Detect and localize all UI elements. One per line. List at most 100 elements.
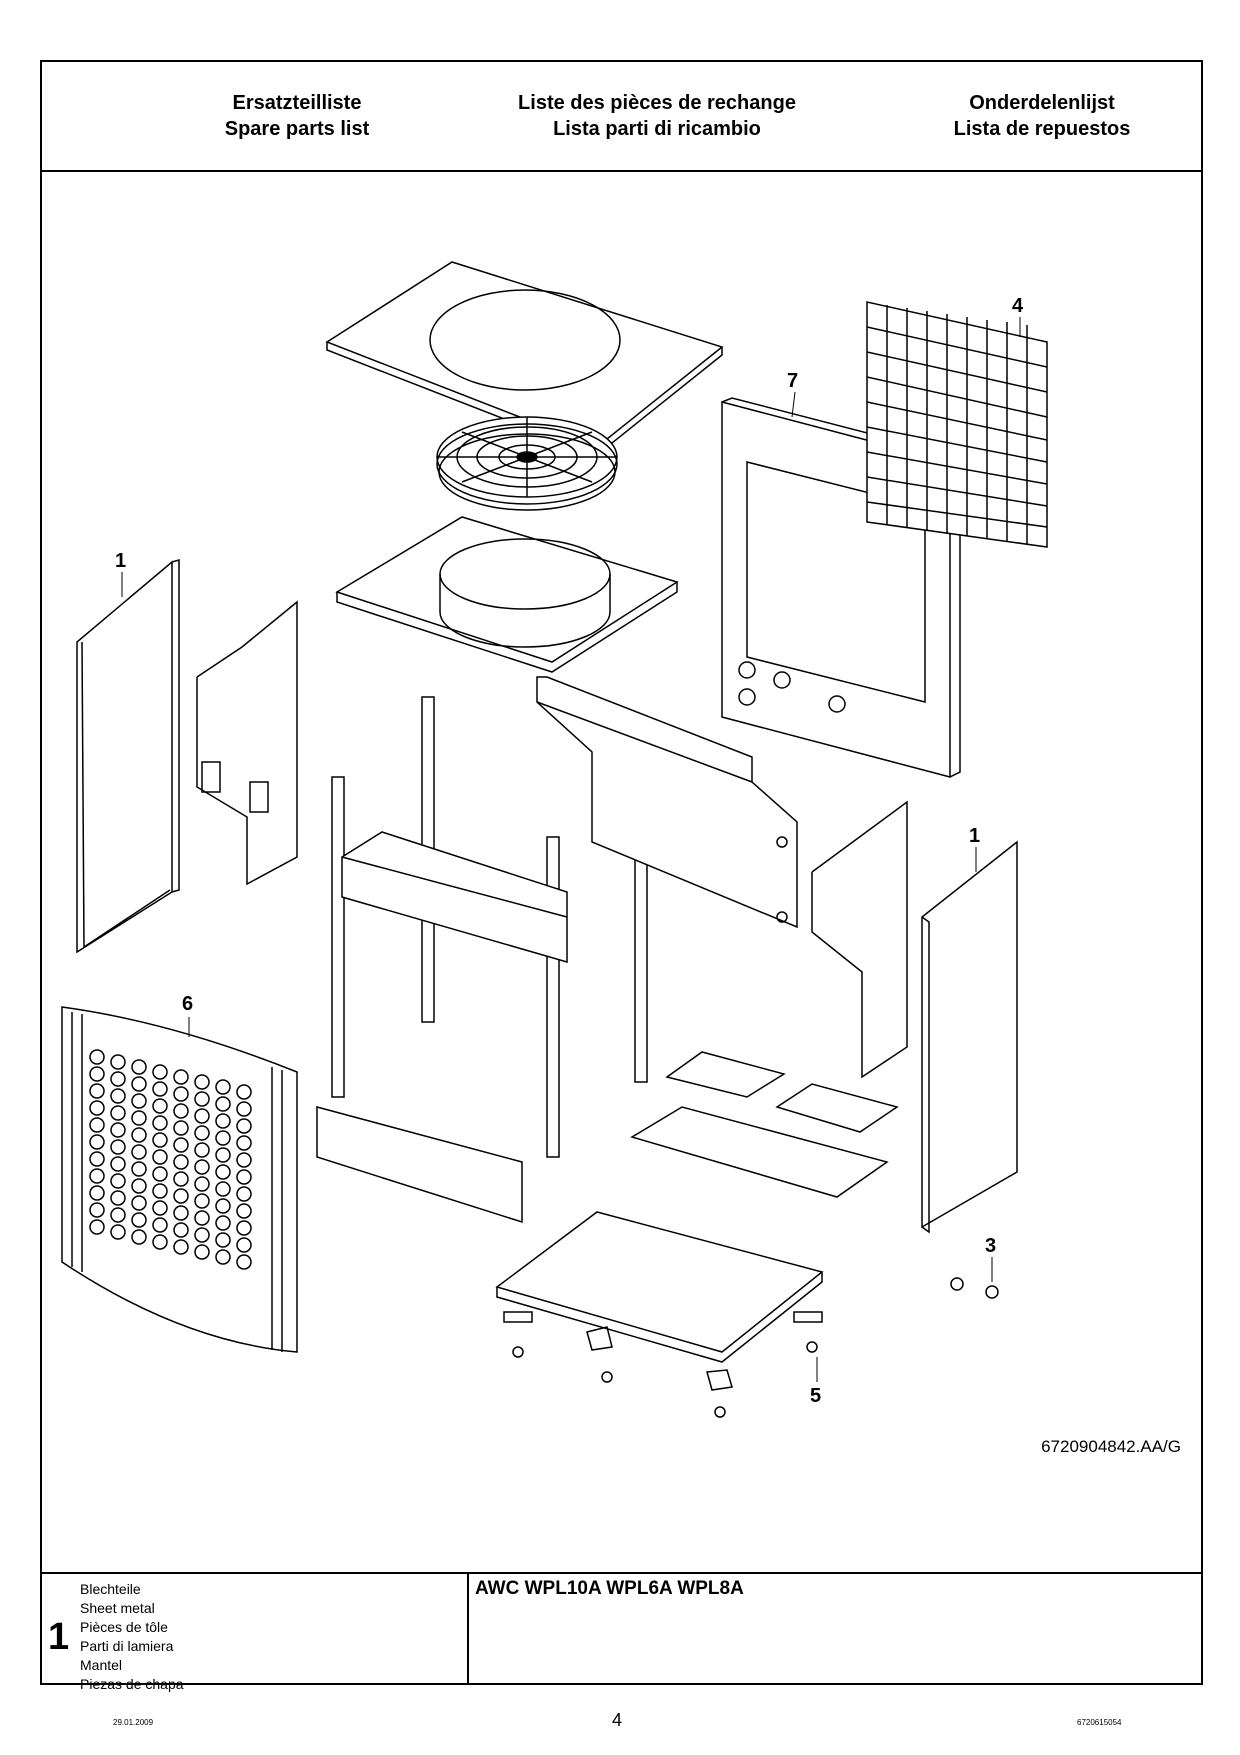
perforation-hole <box>194 1210 210 1226</box>
perforation-hole <box>131 1076 147 1092</box>
perforation-hole <box>89 1151 105 1167</box>
page-number: 4 <box>612 1710 623 1730</box>
perforation-hole <box>215 1130 231 1146</box>
perforation-hole <box>152 1132 168 1148</box>
perforation-hole <box>194 1193 210 1209</box>
left-inner-panel <box>196 600 298 886</box>
perforation-hole <box>173 1222 189 1238</box>
perforation-hole <box>131 1059 147 1075</box>
callout-1-right: 1 <box>969 825 980 847</box>
louvered-front-cover <box>61 1006 298 1353</box>
perforation-hole <box>110 1105 126 1121</box>
perforation-hole <box>110 1122 126 1138</box>
perforation-hole <box>173 1086 189 1102</box>
perforation-hole <box>89 1168 105 1184</box>
exploded-view-svg: 4 7 1 1 6 3 5 <box>61 261 1048 1418</box>
title-german: Ersatzteilliste <box>232 92 362 114</box>
title-header: Ersatzteilliste Spare parts list Liste d… <box>42 62 1201 172</box>
perforation-hole <box>215 1232 231 1248</box>
perforation-hole <box>110 1207 126 1223</box>
perforation-hole <box>89 1100 105 1116</box>
frame-posts <box>331 696 648 1158</box>
perforation-hole <box>89 1066 105 1082</box>
perforation-hole <box>236 1254 252 1270</box>
perforation-hole <box>215 1181 231 1197</box>
title-french: Liste des pièces de rechange <box>518 92 796 114</box>
section-name-en: Sheet metal <box>80 1600 155 1616</box>
perforation-hole <box>215 1215 231 1231</box>
perforation-hole <box>194 1159 210 1175</box>
perforation-hole <box>194 1142 210 1158</box>
callout-3: 3 <box>985 1235 996 1257</box>
perforation-hole <box>194 1227 210 1243</box>
perforation-hole <box>215 1147 231 1163</box>
perforation-hole <box>131 1093 147 1109</box>
perforation-hole <box>152 1064 168 1080</box>
cover-perforations <box>89 1049 252 1270</box>
footer-divider <box>467 1574 469 1685</box>
perforation-hole <box>173 1205 189 1221</box>
perforation-hole <box>236 1237 252 1253</box>
perforation-hole <box>131 1161 147 1177</box>
perforation-hole <box>131 1195 147 1211</box>
title-italian: Lista parti di ricambio <box>553 118 761 140</box>
perforation-hole <box>236 1169 252 1185</box>
perforation-hole <box>152 1098 168 1114</box>
perforation-hole <box>110 1190 126 1206</box>
perforation-hole <box>194 1074 210 1090</box>
title-english: Spare parts list <box>224 118 370 140</box>
perforation-hole <box>131 1127 147 1143</box>
perforation-hole <box>173 1069 189 1085</box>
perforation-hole <box>110 1173 126 1189</box>
lower-front-plate <box>316 1106 523 1224</box>
perforation-hole <box>89 1185 105 1201</box>
perforation-hole <box>110 1224 126 1240</box>
title-spanish: Lista de repuestos <box>953 118 1131 140</box>
perforation-hole <box>215 1164 231 1180</box>
perforation-hole <box>215 1096 231 1112</box>
callout-4: 4 <box>1012 295 1024 317</box>
perforation-hole <box>89 1049 105 1065</box>
base-tray <box>495 1211 824 1363</box>
bottom-plates <box>630 1051 899 1198</box>
perforation-hole <box>89 1219 105 1235</box>
perforation-hole <box>194 1091 210 1107</box>
callout-leaders <box>121 317 1021 1382</box>
perforation-hole <box>152 1183 168 1199</box>
perforation-hole <box>236 1135 252 1151</box>
header-nl-es: Onderdelenlijst Lista de repuestos <box>882 90 1202 142</box>
right-inner-panel <box>811 800 908 1079</box>
callout-1-left: 1 <box>115 550 126 572</box>
perforation-hole <box>215 1079 231 1095</box>
document-number: 6720615054 <box>1077 1718 1122 1727</box>
perforation-hole <box>215 1249 231 1265</box>
perforation-hole <box>236 1220 252 1236</box>
perforation-hole <box>131 1229 147 1245</box>
perforation-hole <box>110 1071 126 1087</box>
perforation-hole <box>194 1108 210 1124</box>
perforation-hole <box>236 1101 252 1117</box>
perforation-hole <box>110 1139 126 1155</box>
perforation-hole <box>152 1081 168 1097</box>
perforation-hole <box>152 1166 168 1182</box>
perforation-hole <box>89 1117 105 1133</box>
section-name-it: Parti di lamiera <box>80 1638 174 1654</box>
perforation-hole <box>236 1118 252 1134</box>
exploded-view-drawing: 4 7 1 1 6 3 5 <box>42 172 1201 1572</box>
perforation-hole <box>89 1202 105 1218</box>
page-date: 29.01.2009 <box>113 1718 154 1727</box>
perforation-hole <box>173 1103 189 1119</box>
title-dutch: Onderdelenlijst <box>969 92 1115 114</box>
perforation-hole <box>152 1149 168 1165</box>
fan-ring-plate <box>335 516 679 673</box>
perforation-hole <box>173 1239 189 1255</box>
header-fr-it: Liste des pièces de rechange Lista parti… <box>457 90 857 142</box>
rear-baffle-panel <box>536 676 798 929</box>
callout-5: 5 <box>810 1385 821 1407</box>
perforation-hole <box>152 1234 168 1250</box>
perforation-hole <box>89 1134 105 1150</box>
perforation-hole <box>236 1084 252 1100</box>
perforation-hole <box>173 1154 189 1170</box>
fan-assembly <box>436 416 618 511</box>
callout-6: 6 <box>182 993 193 1015</box>
